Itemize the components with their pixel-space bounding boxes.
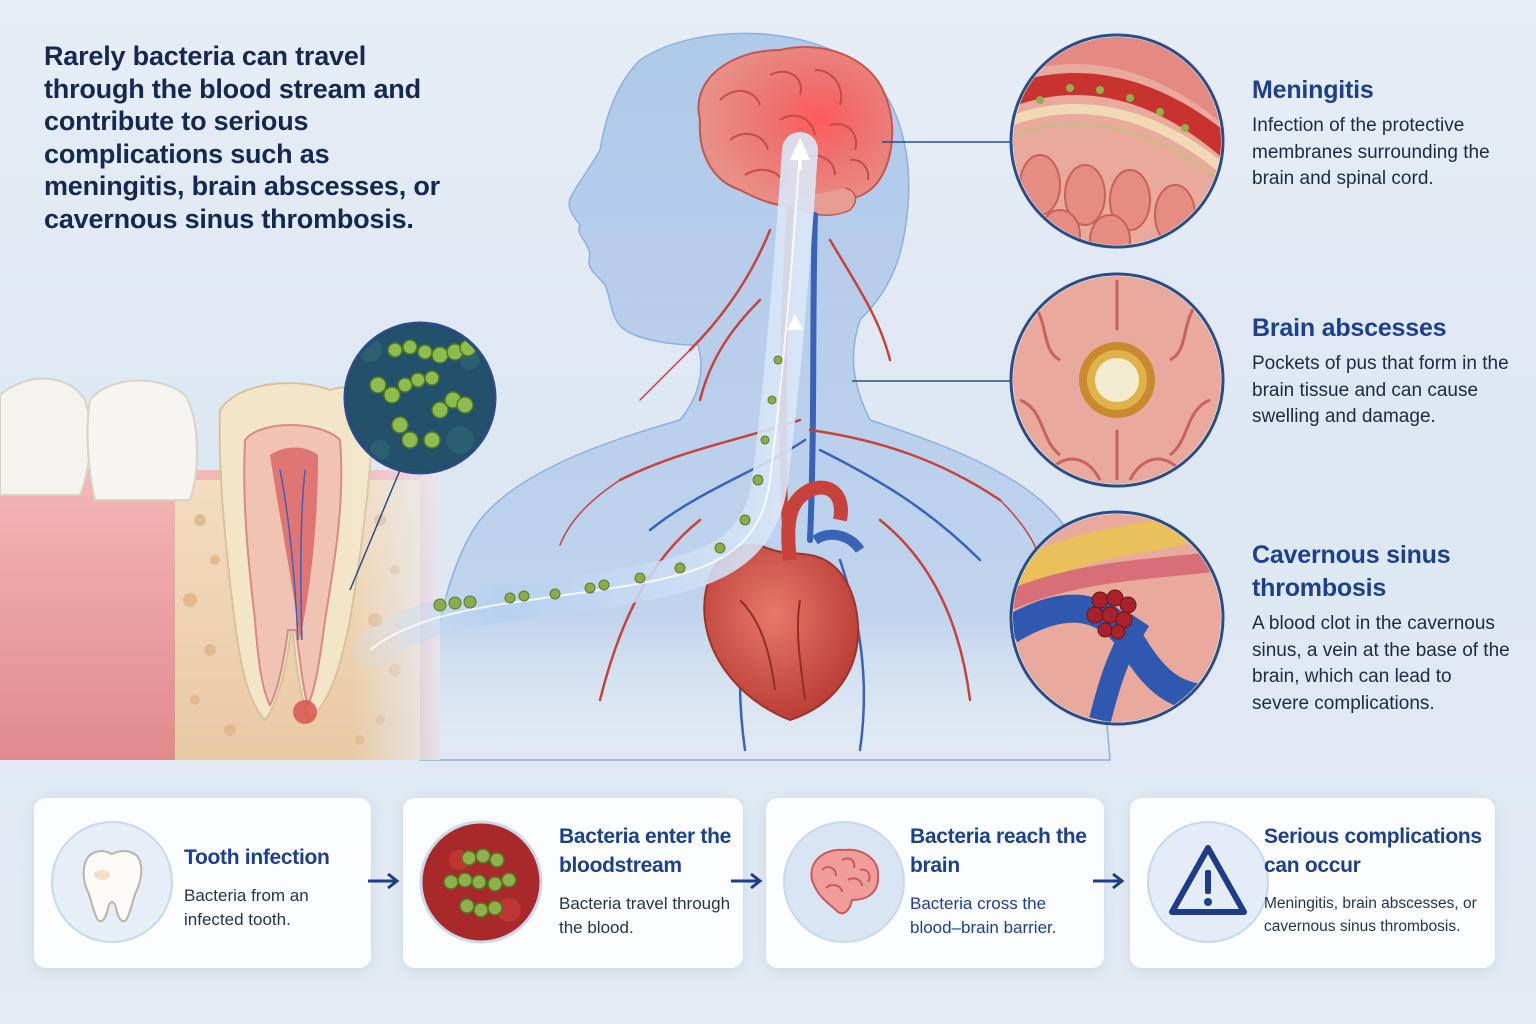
brain (697, 46, 894, 216)
bacteria-magnified-inset (343, 321, 497, 591)
step-description: Bacteria from an infected tooth. (184, 886, 309, 929)
callout-meningitis: Meningitis Infection of the protective m… (1252, 74, 1512, 193)
callout-connectors (852, 141, 1013, 382)
step-card-tooth-infection: Tooth infection Bacteria from an infecte… (34, 798, 371, 968)
bloodstream-pathway (352, 132, 818, 668)
step-title: Bacteria reach the brain (910, 825, 1087, 877)
callout-title: Meningitis (1252, 76, 1374, 104)
tooth-cross-section (0, 360, 440, 760)
meningitis-inset (1009, 33, 1225, 249)
bacteria-icon (419, 820, 543, 944)
cavernous-sinus-inset (1009, 510, 1225, 726)
tooth-icon (50, 820, 174, 944)
step-arrow-icon (368, 872, 400, 890)
brain-icon (782, 820, 906, 944)
step-arrow-icon (1093, 872, 1125, 890)
callout-description: Infection of the protective membranes su… (1252, 115, 1490, 189)
callout-description: Pockets of pus that form in the brain ti… (1252, 353, 1509, 427)
step-card-complications: Serious complications can occur Meningit… (1130, 798, 1495, 968)
step-card-brain: Bacteria reach the brain Bacteria cross … (766, 798, 1104, 968)
brain-abscess-inset (1009, 272, 1225, 488)
callout-title: Cavernous sinus thrombosis (1252, 541, 1451, 602)
intro-text: Rarely bacteria can travel through the b… (44, 41, 440, 234)
step-description: Meningitis, brain abscesses, or cavernou… (1264, 895, 1477, 935)
step-arrow-icon (731, 872, 763, 890)
step-description: Bacteria travel through the blood. (559, 894, 731, 937)
step-title: Tooth infection (184, 846, 330, 869)
callout-description: A blood clot in the cavernous sinus, a v… (1252, 613, 1510, 714)
warning-icon (1146, 820, 1270, 944)
step-title: Bacteria enter the bloodstream (559, 825, 732, 877)
callout-brain-abscesses: Brain abscesses Pockets of pus that form… (1252, 312, 1512, 431)
callout-title: Brain abscesses (1252, 314, 1447, 342)
step-card-bloodstream: Bacteria enter the bloodstream Bacteria … (403, 798, 743, 968)
step-description: Bacteria cross the blood–brain barrier. (910, 894, 1057, 937)
heart (703, 480, 865, 722)
callout-cavernous-sinus-thrombosis: Cavernous sinus thrombosis A blood clot … (1252, 539, 1512, 717)
step-title: Serious complications can occur (1264, 825, 1482, 877)
